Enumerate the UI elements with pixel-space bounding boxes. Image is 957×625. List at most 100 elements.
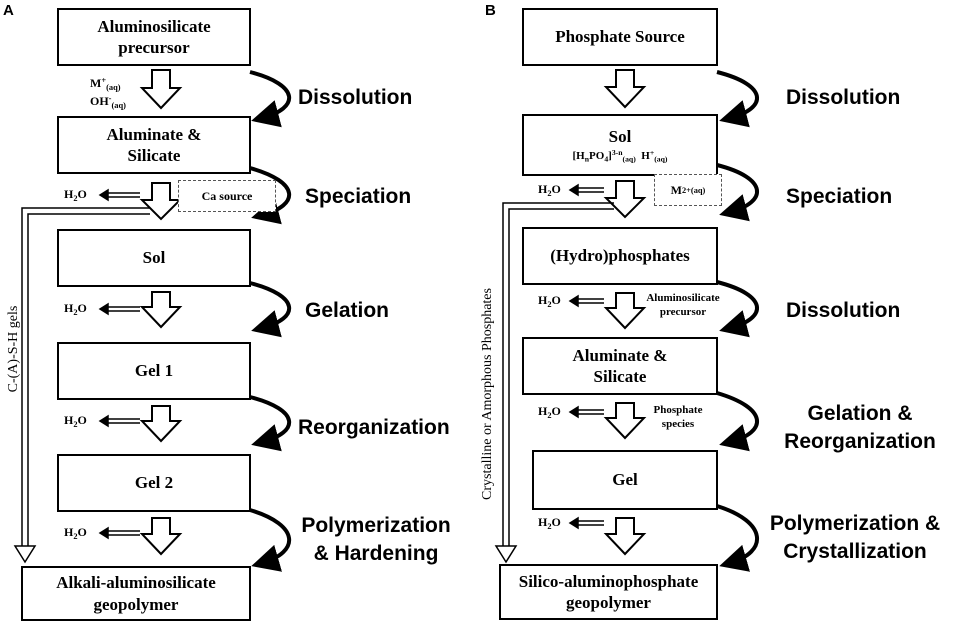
water-arrow-b4 — [568, 516, 604, 530]
sol-4: 4 — [604, 154, 609, 164]
step-line: Gelation & — [807, 402, 913, 425]
water-o: O — [551, 515, 561, 529]
water-h: H — [538, 182, 548, 196]
water-label-a3: H2O — [64, 413, 87, 429]
side-product-label-b: Crystalline or Amorphous Phosphates — [480, 288, 495, 500]
water-arrow-a1 — [98, 188, 140, 202]
side-arrowhead-b — [494, 545, 518, 564]
box-text: Gel — [612, 470, 638, 490]
step-line: Polymerization — [301, 514, 451, 537]
sol-state: (aq) — [622, 154, 636, 164]
down-arrow-b1 — [603, 69, 647, 109]
curve-arrow-b5 — [716, 504, 759, 572]
curve-arrow-a1 — [249, 70, 292, 128]
step-speciation-a: Speciation — [305, 185, 412, 208]
box-aluminosilicate-precursor: Aluminosilicate precursor — [57, 8, 251, 66]
box-aluminate-silicate-a: Aluminate & Silicate — [57, 116, 251, 174]
water-label-b2: H2O — [538, 293, 561, 309]
box-sol-b: Sol [HnPO4]3-n(aq) H+(aq) — [522, 114, 718, 176]
sol-hplus: H — [641, 149, 650, 162]
water-label-a1: H2O — [64, 187, 87, 203]
step-line: Polymerization & — [769, 512, 941, 535]
side-product-label-a: C-(A)-S-H gels — [6, 305, 21, 393]
reagent-line: Phosphate — [653, 404, 703, 416]
water-arrow-a3 — [98, 414, 140, 428]
curve-arrow-b4 — [716, 391, 760, 452]
down-arrow-a3 — [139, 291, 183, 329]
water-subscript: 2 — [73, 307, 78, 317]
metal-symbol: M — [670, 182, 682, 197]
sol-hplus-charge: + — [649, 147, 655, 157]
sol-po: PO — [589, 149, 605, 162]
down-arrow-b5 — [603, 517, 647, 556]
box-sol-a: Sol — [57, 229, 251, 287]
step-polymerization-b: Polymerization & Crystallization — [760, 510, 950, 567]
box-text: (Hydro)phosphates — [550, 246, 690, 266]
step-line: & Hardening — [313, 542, 439, 566]
water-subscript: 2 — [73, 193, 78, 203]
side-path-b — [502, 202, 614, 548]
down-arrow-b2 — [603, 180, 647, 219]
water-h: H — [538, 404, 548, 418]
step-dissolution-a: Dissolution — [298, 86, 413, 109]
down-arrow-a1 — [139, 69, 183, 110]
water-subscript: 2 — [73, 531, 78, 541]
reagent-oh-state: (aq) — [111, 101, 126, 111]
water-label-b1: H2O — [538, 182, 561, 198]
water-o: O — [77, 301, 87, 315]
step-polymerization-a: Polymerization & Hardening — [291, 512, 461, 569]
water-label-b3: H2O — [538, 404, 561, 420]
curve-arrow-a5 — [249, 508, 292, 572]
step-line: Crystallization — [783, 540, 927, 564]
down-arrow-a5 — [139, 517, 183, 556]
water-h: H — [64, 525, 74, 539]
box-text: Sol — [142, 248, 166, 268]
box-aluminate-silicate-b: Aluminate & Silicate — [522, 337, 718, 395]
sol-hplus-state: (aq) — [654, 154, 668, 164]
step-reorganization-a: Reorganization — [298, 416, 450, 439]
water-arrow-b1 — [568, 183, 604, 197]
step-line: Reorganization — [784, 430, 936, 454]
box-hydrophosphates: (Hydro)phosphates — [522, 227, 718, 285]
box-text: geopolymer — [566, 593, 651, 612]
water-o: O — [77, 525, 87, 539]
ca-source-box: Ca source — [178, 180, 276, 212]
box-text: precursor — [118, 38, 190, 57]
step-speciation-b: Speciation — [786, 185, 893, 208]
box-text: Aluminate & — [572, 345, 668, 365]
step-dissolution-b1: Dissolution — [786, 86, 901, 109]
step-dissolution-b2: Dissolution — [786, 299, 901, 322]
water-subscript: 2 — [547, 410, 552, 420]
panel-a-label: A — [3, 2, 14, 19]
water-h: H — [64, 413, 74, 427]
water-label-a2: H2O — [64, 301, 87, 317]
box-phosphate-source: Phosphate Source — [522, 8, 718, 66]
step-gelation-reorganization-b: Gelation & Reorganization — [770, 400, 950, 457]
down-arrow-b3 — [603, 292, 647, 330]
water-h: H — [64, 301, 74, 315]
water-arrow-a4 — [98, 526, 140, 540]
water-arrow-b3 — [568, 405, 604, 419]
reagent-m-state: (aq) — [106, 83, 121, 93]
water-label-b4: H2O — [538, 515, 561, 531]
box-gel-1: Gel 1 — [57, 342, 251, 400]
reagent-phosphate-species: Phosphate species — [648, 403, 708, 432]
box-silico-geopolymer: Silico-aluminophosphate geopolymer — [499, 564, 718, 620]
down-arrow-b4 — [603, 402, 647, 440]
water-o: O — [77, 187, 87, 201]
box-text: Phosphate Source — [555, 27, 685, 47]
water-h: H — [538, 515, 548, 529]
reagent-alkali: M+(aq) OH-(aq) — [90, 76, 126, 112]
sol-species: [HnPO4]3-n(aq) H+(aq) — [573, 148, 668, 164]
step-gelation-a: Gelation — [305, 299, 390, 322]
curve-arrow-b2 — [716, 163, 760, 222]
box-text: Sol — [608, 127, 632, 147]
side-arrowhead-a — [13, 545, 37, 564]
reagent-line: precursor — [659, 306, 707, 319]
box-alkali-geopolymer: Alkali-aluminosilicate geopolymer — [21, 566, 251, 621]
curve-arrow-a3 — [249, 281, 292, 338]
curve-arrow-b3 — [716, 280, 760, 338]
water-subscript: 2 — [73, 419, 78, 429]
